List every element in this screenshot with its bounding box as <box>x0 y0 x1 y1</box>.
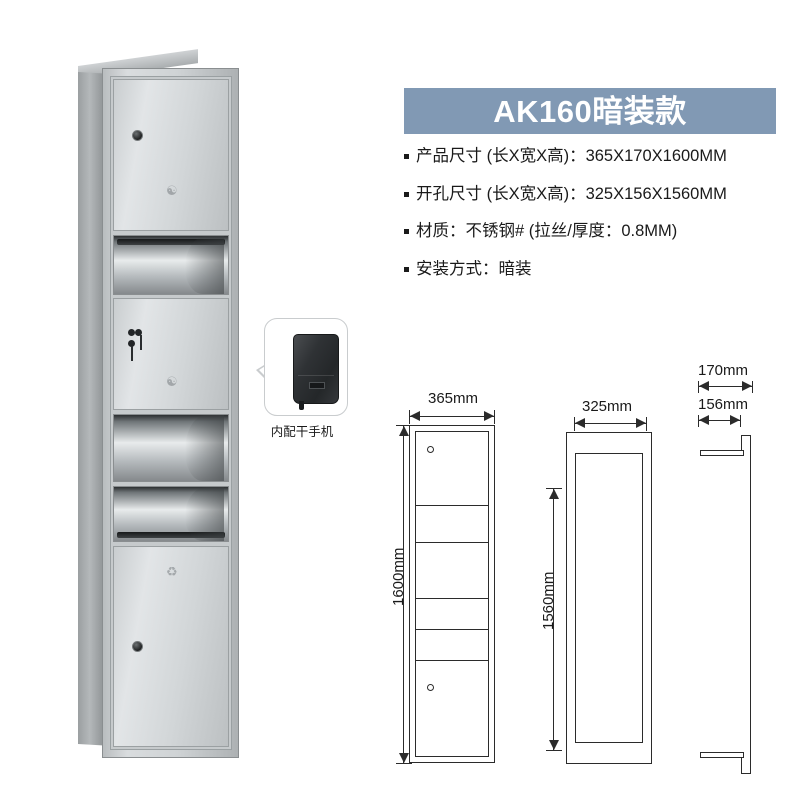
cabinet-left-side-panel <box>78 72 105 746</box>
dim-arrow-line <box>699 420 740 422</box>
dim-tick <box>546 750 562 752</box>
bullet-square-icon <box>404 154 409 159</box>
bullet-square-icon <box>404 266 409 272</box>
dim-tick <box>698 415 700 427</box>
cabinet-front-frame: ☯ ☯ <box>102 68 239 758</box>
dim-tick <box>698 381 700 393</box>
page-title: AK160暗装款 <box>493 93 687 129</box>
dim-arrowhead <box>699 415 709 425</box>
front-width-label: 365mm <box>428 390 479 407</box>
dim-arrowhead <box>636 418 646 428</box>
dim-arrow-line <box>410 416 494 418</box>
specification-list: 产品尺寸 (长X宽X高)：365X170X1600MM 开孔尺寸 (长X宽X高)… <box>404 146 794 297</box>
dim-tick <box>546 488 562 490</box>
panel-paper-towel-door: ☯ <box>113 79 229 231</box>
dim-tick <box>396 763 412 765</box>
spec-item-product-size: 产品尺寸 (长X宽X高)：365X170X1600MM <box>404 146 794 167</box>
hand-dryer-foot <box>299 401 304 410</box>
front-height-label: 1600mm <box>390 547 407 606</box>
hand-dryer-emboss-icon: ☯ <box>166 374 178 389</box>
callout-bubble <box>264 318 348 416</box>
dim-arrowhead <box>730 415 740 425</box>
hand-dryer-icon <box>293 334 339 404</box>
hand-dryer-callout: 内配干手机 <box>256 318 348 439</box>
dim-arrowhead <box>549 740 559 750</box>
dim-arrowhead <box>410 411 420 421</box>
spec-item-material: 材质：不锈钢# (拉丝/厚度：0.8MM) <box>404 221 794 242</box>
cutout-outer-frame <box>566 432 652 764</box>
dim-tick <box>752 381 754 393</box>
spec-text: 安装方式：暗装 <box>416 259 532 278</box>
bay-dryer-outlet <box>113 414 229 482</box>
bullet-square-icon <box>404 229 409 235</box>
dim-arrow-line <box>553 489 555 750</box>
dim-arrow-line <box>575 423 646 425</box>
callout-label: 内配干手机 <box>270 425 334 439</box>
dim-arrowhead <box>399 426 409 436</box>
front-lock-circle-bottom <box>427 684 434 691</box>
front-inner-panel <box>415 431 489 757</box>
dim-arrowhead <box>742 381 752 391</box>
spec-item-installation: 安装方式：暗装 <box>404 259 794 280</box>
front-divider <box>416 505 488 506</box>
product-photo: ☯ ☯ <box>78 49 243 758</box>
front-divider <box>416 598 488 599</box>
front-divider <box>416 629 488 630</box>
front-divider <box>416 542 488 543</box>
dispenser-slot <box>117 239 225 245</box>
front-outer-frame <box>409 425 495 763</box>
drawing-front-view: 365mm 1600mm <box>380 360 510 780</box>
panel-hand-dryer-door: ☯ <box>113 298 229 410</box>
dim-tick <box>574 417 576 431</box>
waste-slot <box>117 532 225 538</box>
product-title-banner: AK160暗装款 <box>404 88 776 134</box>
side-body-inner <box>700 455 744 753</box>
drawing-cutout-view: 325mm 1560mm <box>530 360 660 780</box>
dim-arrowhead <box>575 418 585 428</box>
cabinet-inner-recess: ☯ ☯ <box>110 76 232 750</box>
spec-text: 产品尺寸 (长X宽X高)：365X170X1600MM <box>416 147 727 165</box>
dim-arrowhead <box>549 489 559 499</box>
dim-arrowhead <box>699 381 709 391</box>
cutout-height-label: 1560mm <box>540 571 557 630</box>
front-lock-circle-top <box>427 446 434 453</box>
front-divider <box>416 660 488 661</box>
keys-icon <box>128 329 150 361</box>
bay-towel-dispenser <box>113 235 229 295</box>
dim-tick <box>740 415 742 427</box>
side-outer-depth-label: 170mm <box>698 362 749 379</box>
dim-tick <box>396 425 412 427</box>
dim-tick <box>646 417 648 431</box>
dim-arrowhead <box>484 411 494 421</box>
spec-text: 开孔尺寸 (长X宽X高)：325X156X1560MM <box>416 184 727 203</box>
bay-waste-slot <box>113 486 229 542</box>
lock-icon <box>132 641 143 652</box>
side-inner-depth-label: 156mm <box>698 396 749 413</box>
dim-arrow-line <box>699 386 752 388</box>
spec-item-cutout-size: 开孔尺寸 (长X宽X高)：325X156X1560MM <box>404 184 794 205</box>
panel-waste-bin-door: ♻ <box>113 546 229 747</box>
drawing-side-view: 170mm 156mm <box>672 350 800 780</box>
hand-dryer-vent <box>309 382 325 389</box>
paper-towel-icon: ☯ <box>166 183 178 198</box>
bullet-square-icon <box>404 191 409 197</box>
cutout-opening <box>575 453 643 743</box>
waste-bin-icon: ♻ <box>166 564 178 579</box>
dim-tick <box>494 410 496 424</box>
spec-text: 材质：不锈钢# (拉丝/厚度：0.8MM) <box>416 222 678 241</box>
dim-arrowhead <box>399 753 409 763</box>
lock-icon <box>132 130 143 141</box>
cutout-width-label: 325mm <box>582 398 633 415</box>
dim-tick <box>409 410 411 424</box>
dim-arrow-line <box>403 426 405 763</box>
